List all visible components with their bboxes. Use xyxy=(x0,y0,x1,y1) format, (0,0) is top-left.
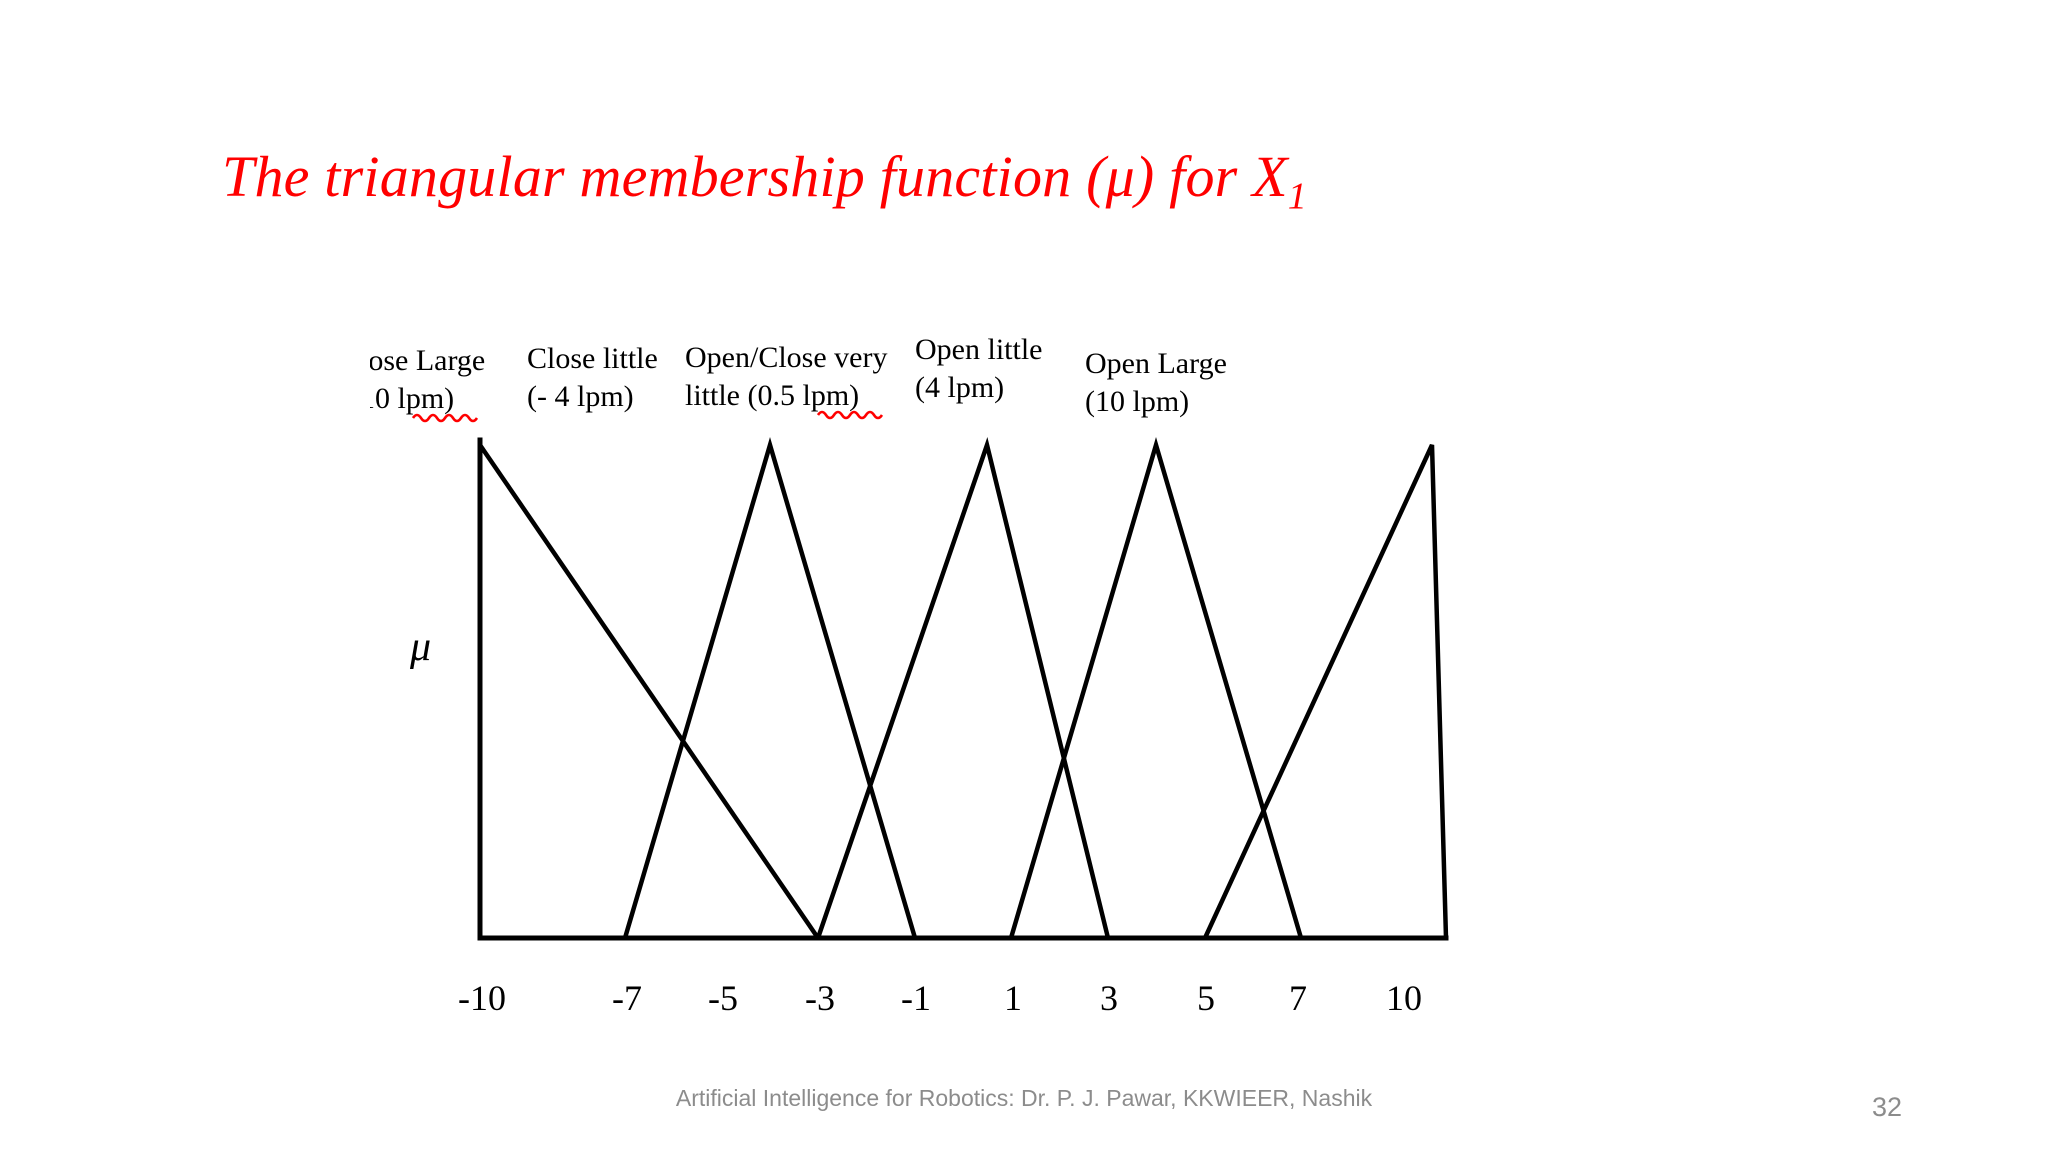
mf-curve-open-close-very-little xyxy=(815,437,1111,939)
x-tick-label: -1 xyxy=(901,978,931,1018)
chart-axes xyxy=(477,437,1449,941)
series-label-line2: (-10 lpm) xyxy=(370,382,454,415)
series-label-line1: Open little xyxy=(915,333,1042,366)
series-label-line2: (10 lpm) xyxy=(1085,385,1189,418)
mf-curve-close-large xyxy=(478,443,820,940)
x-tick-label: -3 xyxy=(805,978,835,1018)
x-tick-label: -10 xyxy=(458,978,506,1018)
membership-function-chart: Close Large (-10 lpm) Close little (- 4 … xyxy=(370,330,1570,1060)
series-label-line1: Close Large xyxy=(370,344,485,377)
page-number: 32 xyxy=(1872,1092,1903,1122)
series-label-line1: Open/Close very xyxy=(685,341,887,374)
series-label-line2: little (0.5 lpm) xyxy=(685,379,859,412)
x-tick-label: 1 xyxy=(1004,978,1022,1018)
slide-footer: Artificial Intelligence for Robotics: Dr… xyxy=(675,1085,1373,1111)
x-tick-label: -5 xyxy=(708,978,738,1018)
x-tick-label: -7 xyxy=(612,978,642,1018)
series-label-line2: (- 4 lpm) xyxy=(527,380,634,413)
series-label-close-little: Close little (- 4 lpm) xyxy=(527,342,658,413)
series-label-line1: Open Large xyxy=(1085,347,1227,380)
series-label-line1: Close little xyxy=(527,342,658,375)
page-title-subscript: 1 xyxy=(1287,175,1307,218)
page-title: The triangular membership function (μ) f… xyxy=(222,148,1307,216)
spellcheck-squiggle-icon xyxy=(411,413,479,423)
x-tick-label: 5 xyxy=(1197,978,1215,1018)
series-label-line2: (4 lpm) xyxy=(915,371,1004,404)
series-label-open-close-very-little: Open/Close very little (0.5 lpm) xyxy=(685,341,887,420)
chart-svg: Close Large (-10 lpm) Close little (- 4 … xyxy=(370,333,1449,1018)
mf-curve-open-little xyxy=(1008,437,1304,939)
y-axis-label: μ xyxy=(409,624,431,670)
page-title-main: The triangular membership function (μ) f… xyxy=(222,144,1288,209)
x-tick-label: 3 xyxy=(1100,978,1118,1018)
mf-curve-close-little xyxy=(622,437,918,939)
series-label-open-large: Open Large (10 lpm) xyxy=(1085,347,1227,418)
spellcheck-squiggle-icon xyxy=(816,410,884,420)
x-tick-label: 7 xyxy=(1289,978,1307,1018)
series-label-close-large: Close Large (-10 lpm) xyxy=(370,344,485,423)
mf-curve-open-large xyxy=(1202,444,1449,939)
series-label-open-little: Open little (4 lpm) xyxy=(915,333,1042,404)
x-tick-label: 10 xyxy=(1386,978,1422,1018)
